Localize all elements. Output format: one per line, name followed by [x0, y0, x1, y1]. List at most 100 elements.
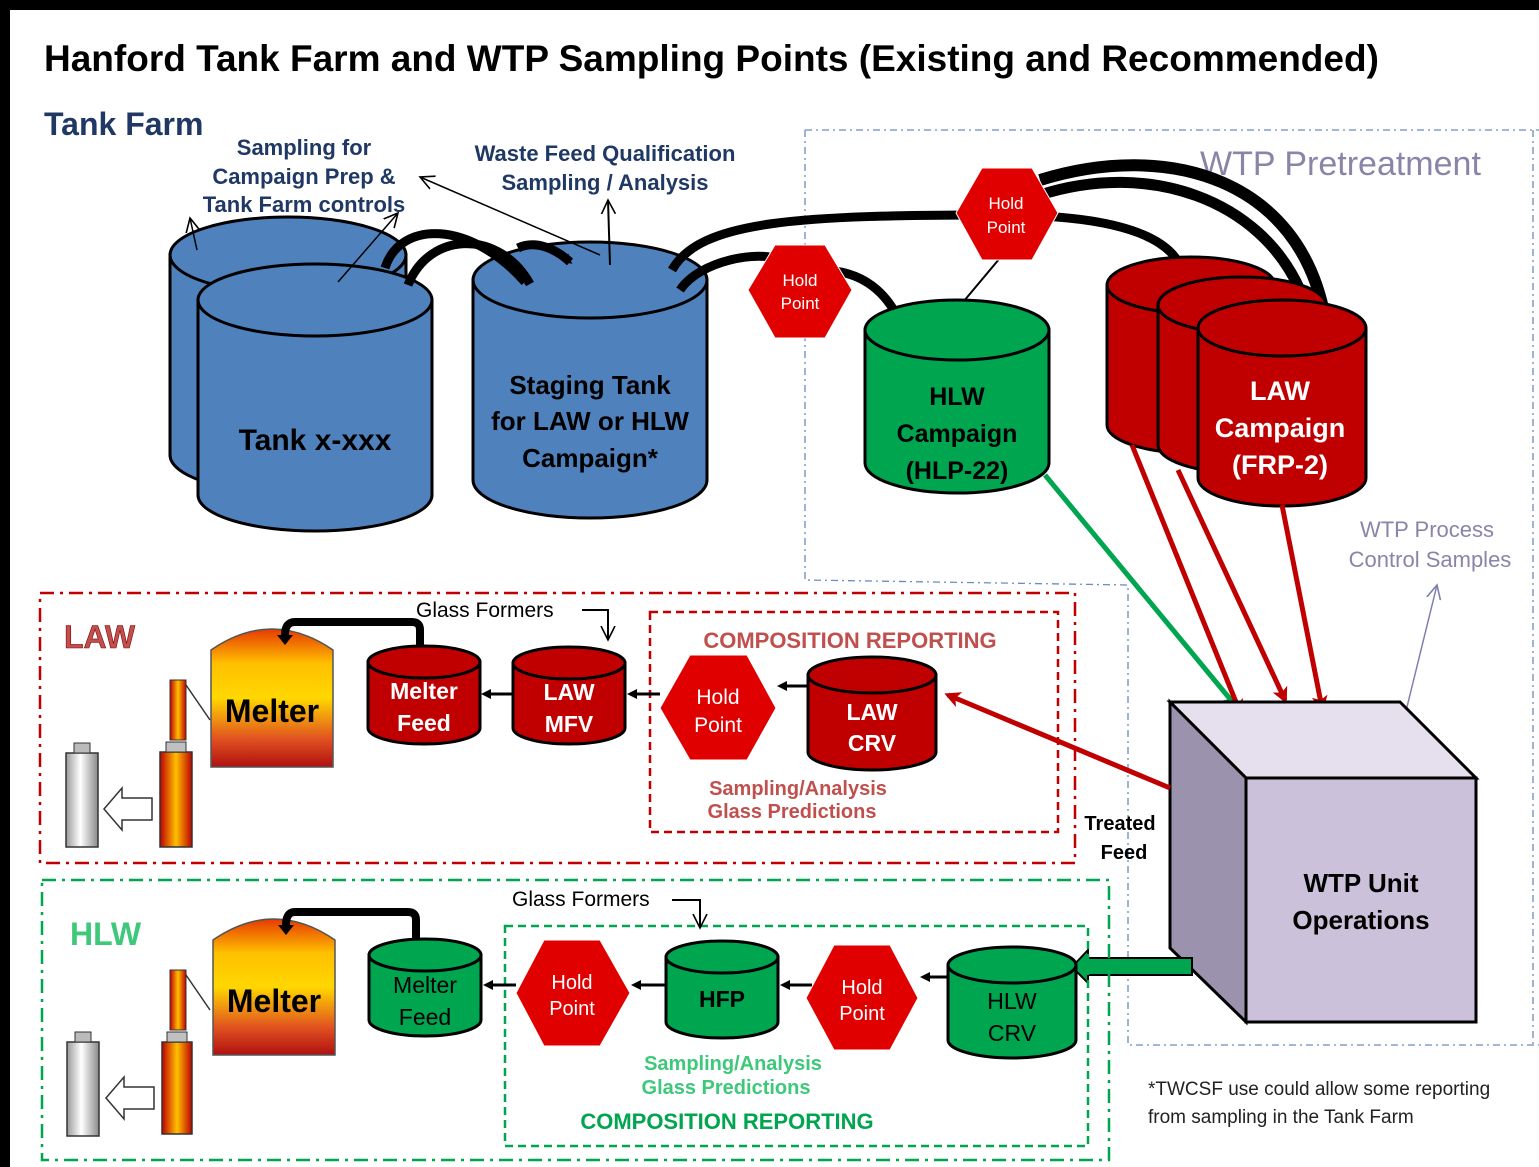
svg-text:Sampling/Analysis: Sampling/Analysis: [644, 1053, 822, 1075]
hlw-pour-spout: [161, 969, 211, 1135]
hlw-section-label: HLW: [70, 916, 142, 952]
hlw-glass-canister: [66, 1031, 100, 1137]
svg-text:MFV: MFV: [545, 711, 594, 737]
footnote: *TWCSF use could allow some reporting fr…: [1148, 1079, 1490, 1128]
law-canister-arrow: [103, 785, 153, 833]
svg-text:Hold: Hold: [551, 972, 592, 994]
svg-text:(FRP-2): (FRP-2): [1232, 450, 1328, 480]
svg-text:Glass Predictions: Glass Predictions: [642, 1077, 811, 1099]
svg-text:Feed: Feed: [1101, 842, 1148, 864]
svg-text:Campaign: Campaign: [897, 420, 1018, 448]
svg-text:Melter: Melter: [393, 972, 457, 998]
hold-point-hlw-1: Hold Point: [515, 939, 631, 1047]
svg-text:HFP: HFP: [699, 986, 745, 1012]
arrow-waste-feed-left: [420, 177, 601, 256]
hlw-crv-tank: HLW CRV: [946, 945, 1078, 1060]
svg-text:Hold: Hold: [696, 686, 739, 709]
svg-text:Hold: Hold: [783, 271, 818, 290]
arrow-law-to-unitops-2: [1175, 468, 1288, 704]
arrow-sampling-2: [337, 213, 398, 283]
staging-tank: Staging Tank for LAW or HLW Campaign*: [471, 240, 709, 520]
hold-point-hlw-2: Hold Point: [805, 944, 919, 1051]
svg-text:Hold: Hold: [841, 977, 882, 999]
hlw-composition-reporting: COMPOSITION REPORTING: [580, 1109, 873, 1134]
svg-text:Campaign: Campaign: [1215, 413, 1346, 443]
hold-point-pretreatment: Hold Point: [955, 167, 1059, 261]
svg-text:Melter: Melter: [227, 983, 321, 1019]
wtp-unit-operations: WTP Unit Operations: [1166, 698, 1480, 1026]
hlw-melter-feed-tank: Melter Feed: [367, 937, 483, 1038]
law-feed-pipe-head: [277, 635, 293, 645]
svg-text:WTP Process: WTP Process: [1360, 517, 1494, 542]
svg-text:(HLP-22): (HLP-22): [906, 457, 1009, 485]
tank-farm-label: Tank Farm: [44, 106, 203, 142]
svg-text:Feed: Feed: [399, 1004, 451, 1030]
arrow-law-glass-formers: [582, 609, 608, 640]
svg-text:Point: Point: [839, 1003, 885, 1025]
arrow-waste-feed-up: [608, 200, 610, 266]
transfer-hold-to-law-b: [1038, 159, 1331, 321]
hlw-region: [40, 878, 1111, 1162]
svg-text:Campaign Prep &: Campaign Prep &: [212, 164, 395, 189]
svg-text:CRV: CRV: [848, 730, 897, 756]
transfer-staging-top: [516, 240, 574, 266]
svg-text:Point: Point: [987, 218, 1026, 237]
svg-text:LAW: LAW: [543, 679, 594, 705]
svg-text:Sampling / Analysis: Sampling / Analysis: [501, 170, 708, 195]
arrow-hlw-to-unitops: [1043, 473, 1238, 709]
arrow-process-control: [1404, 585, 1437, 716]
transfer-tank-to-staging: [403, 239, 534, 287]
hlw-composition-region: [503, 924, 1090, 1148]
hlw-campaign-tank: HLW Campaign (HLP-22): [863, 298, 1051, 495]
hlw-glass-formers: Glass Formers: [512, 888, 650, 911]
svg-text:Point: Point: [781, 294, 820, 313]
law-pour-spout: [159, 679, 211, 848]
transfer-staging-to-law: [668, 210, 1185, 273]
sampling-campaign-note: Sampling for Campaign Prep & Tank Farm c…: [203, 135, 406, 217]
diagram-svg: Hanford Tank Farm and WTP Sampling Point…: [38, 38, 1539, 1162]
diagram-canvas: Hanford Tank Farm and WTP Sampling Point…: [10, 10, 1539, 1167]
waste-feed-qual-note: Waste Feed Qualification Sampling / Anal…: [475, 141, 736, 195]
svg-text:Feed: Feed: [397, 710, 451, 736]
svg-text:Point: Point: [549, 998, 595, 1020]
svg-text:Point: Point: [694, 714, 742, 737]
law-sampling-note: Sampling/Analysis Glass Predictions: [708, 778, 887, 823]
tank-xxx-label: Tank x-xxx: [239, 424, 392, 457]
law-campaign-tank: LAW Campaign (FRP-2): [1196, 298, 1368, 508]
hold-point-staging: Hold Point: [747, 244, 853, 339]
hlw-sampling-note: Sampling/Analysis Glass Predictions: [642, 1053, 822, 1099]
svg-text:HLW: HLW: [929, 383, 985, 411]
transfer-hold-to-law-a: [1038, 176, 1306, 293]
arrow-law-to-unitops-3: [1279, 504, 1328, 712]
page-title: Hanford Tank Farm and WTP Sampling Point…: [44, 38, 1379, 79]
law-melter-feed-tank: Melter Feed: [366, 644, 482, 746]
svg-text:Glass Predictions: Glass Predictions: [708, 801, 877, 823]
staging-tank-label-3: Campaign*: [522, 443, 659, 473]
svg-text:Operations: Operations: [1292, 905, 1429, 935]
hold-point-law: Hold Point: [659, 654, 777, 761]
staging-tank-label-2: for LAW or HLW: [491, 406, 689, 436]
hlw-feed-to-melter-pipe: [282, 908, 420, 948]
svg-text:Sampling for: Sampling for: [237, 135, 372, 160]
svg-text:Melter: Melter: [390, 678, 458, 704]
svg-text:Control Samples: Control Samples: [1349, 547, 1512, 572]
treated-feed-label: Treated Feed: [1084, 813, 1155, 864]
svg-text:HLW: HLW: [987, 988, 1037, 1014]
law-crv-tank: LAW CRV: [806, 655, 938, 772]
svg-text:Melter: Melter: [225, 693, 319, 729]
hlw-canister-arrow: [105, 1074, 155, 1122]
svg-text:LAW: LAW: [846, 699, 897, 725]
law-feed-to-melter-pipe: [281, 618, 424, 655]
transfer-back-to-staging: [380, 229, 529, 285]
arrow-unitops-to-hlw-crv: [1070, 947, 1193, 986]
law-glass-formers: Glass Formers: [416, 599, 554, 622]
arrow-law-to-unitops-1: [1129, 444, 1243, 716]
hlw-hfp-tank: HFP: [664, 939, 780, 1040]
wtp-pretreatment-boundary: [804, 129, 1539, 1046]
svg-text:*TWCSF use could allow some re: *TWCSF use could allow some reporting: [1148, 1079, 1490, 1100]
law-region: [38, 591, 1077, 865]
law-composition-reporting: COMPOSITION REPORTING: [703, 628, 996, 653]
law-glass-canister: [65, 742, 99, 848]
svg-text:Treated: Treated: [1084, 813, 1155, 835]
law-composition-region: [648, 610, 1060, 834]
